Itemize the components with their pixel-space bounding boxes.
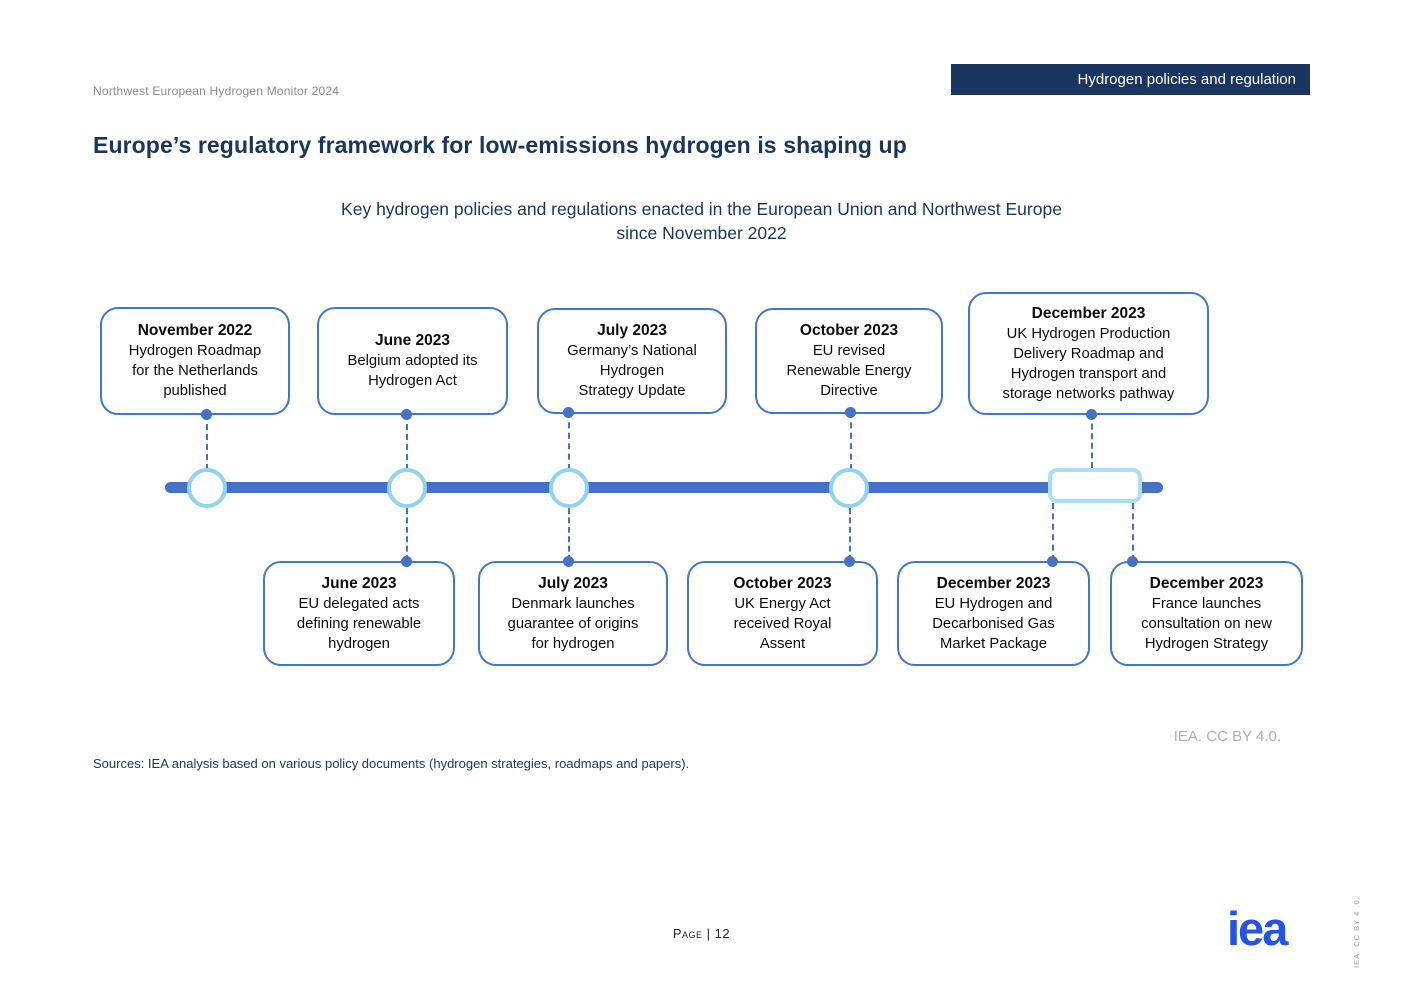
connector-dot bbox=[563, 556, 574, 567]
page-number: Page | 12 bbox=[672, 926, 731, 941]
timeline-node-oct2023 bbox=[829, 468, 869, 508]
event-date: December 2023 bbox=[936, 574, 1051, 592]
sources-text: Sources: IEA analysis based on various p… bbox=[93, 756, 690, 771]
event-date: June 2023 bbox=[321, 574, 397, 592]
report-name: Northwest European Hydrogen Monitor 2024 bbox=[93, 84, 340, 98]
event-desc: EU revised Renewable Energy Directive bbox=[786, 343, 912, 399]
event-desc: Belgium adopted its Hydrogen Act bbox=[347, 353, 478, 389]
connector-line bbox=[849, 508, 851, 561]
connector-line bbox=[1132, 503, 1134, 561]
event-date: November 2022 bbox=[137, 322, 253, 339]
event-date: October 2023 bbox=[733, 574, 832, 592]
event-desc: Denmark launches guarantee of origins fo… bbox=[507, 595, 639, 652]
page-title: Europe’s regulatory framework for low-em… bbox=[93, 132, 907, 158]
connector-dot bbox=[1127, 556, 1138, 567]
event-desc: Germany’s National Hydrogen Strategy Upd… bbox=[567, 343, 697, 399]
event-desc: Hydrogen Roadmap for the Netherlands pub… bbox=[128, 343, 262, 399]
connector-dot bbox=[845, 407, 856, 418]
vertical-license-text: IEA. CC BY 4 .0. bbox=[1352, 896, 1361, 968]
timeline-node-nov2022 bbox=[187, 468, 227, 508]
event-box-dec2023-eu: December 2023 EU Hydrogen and Decarbonis… bbox=[897, 561, 1090, 666]
license-text: IEA. CC BY 4.0. bbox=[1173, 728, 1281, 745]
event-date: December 2023 bbox=[1149, 574, 1264, 592]
connector-line bbox=[206, 414, 208, 470]
iea-logo: iea bbox=[1227, 902, 1288, 955]
connector-line bbox=[568, 508, 570, 561]
connector-dot bbox=[201, 409, 212, 420]
event-date: October 2023 bbox=[799, 322, 899, 339]
event-desc: UK Energy Act received Royal Assent bbox=[733, 595, 832, 652]
connector-dot bbox=[1086, 409, 1097, 420]
connector-line bbox=[1091, 414, 1093, 468]
event-date: December 2023 bbox=[1031, 304, 1146, 322]
connector-dot bbox=[844, 556, 855, 567]
timeline-node-jun2023 bbox=[387, 468, 427, 508]
event-box-oct2023-bottom: October 2023 UK Energy Act received Roya… bbox=[687, 561, 878, 666]
chart-subtitle: Key hydrogen policies and regulations en… bbox=[341, 199, 1062, 243]
connector-line bbox=[850, 412, 852, 470]
event-box-oct2023-top: October 2023 EU revised Renewable Energy… bbox=[755, 308, 943, 414]
connector-line bbox=[406, 414, 408, 470]
section-badge: Hydrogen policies and regulation bbox=[951, 64, 1310, 95]
connector-dot bbox=[1047, 556, 1058, 567]
event-date: July 2023 bbox=[538, 574, 608, 592]
connector-dot bbox=[401, 556, 412, 567]
event-desc: EU delegated acts defining renewable hyd… bbox=[296, 595, 422, 652]
timeline-node-jul2023 bbox=[549, 468, 589, 508]
event-box-nov2022: November 2022 Hydrogen Roadmap for the N… bbox=[100, 307, 290, 415]
connector-dot bbox=[401, 409, 412, 420]
connector-dot bbox=[563, 407, 574, 418]
event-box-dec2023-top: December 2023 UK Hydrogen Production Del… bbox=[968, 292, 1209, 415]
timeline-node-dec2023 bbox=[1048, 468, 1142, 503]
event-desc: EU Hydrogen and Decarbonised Gas Market … bbox=[932, 595, 1055, 652]
event-date: June 2023 bbox=[375, 332, 450, 349]
event-desc: France launches consultation on new Hydr… bbox=[1141, 595, 1272, 652]
event-box-jul2023-top: July 2023 Germany’s National Hydrogen St… bbox=[537, 308, 727, 414]
connector-line bbox=[1052, 503, 1054, 561]
event-date: July 2023 bbox=[597, 322, 667, 339]
connector-line bbox=[568, 412, 570, 470]
event-box-jul2023-bottom: July 2023 Denmark launches guarantee of … bbox=[478, 561, 668, 666]
connector-line bbox=[406, 508, 408, 561]
event-desc: UK Hydrogen Production Delivery Roadmap … bbox=[1002, 325, 1175, 402]
timeline-bar bbox=[165, 482, 1163, 493]
event-box-jun2023-top: June 2023 Belgium adopted its Hydrogen A… bbox=[317, 307, 508, 415]
event-box-dec2023-france: December 2023 France launches consultati… bbox=[1110, 561, 1303, 666]
event-box-jun2023-bottom: June 2023 EU delegated acts defining ren… bbox=[263, 561, 455, 666]
